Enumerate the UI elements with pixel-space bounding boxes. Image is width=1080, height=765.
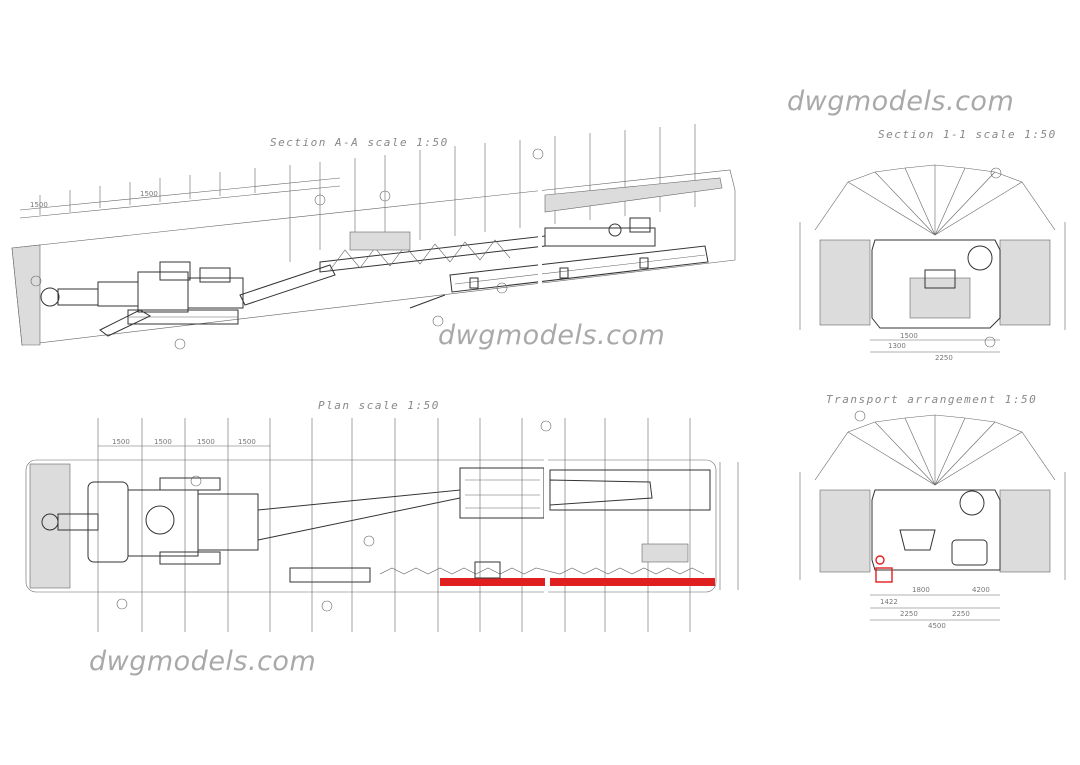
svg-text:1500: 1500 bbox=[140, 190, 158, 198]
transport-roof-bolts bbox=[814, 414, 1056, 486]
section-11-title: Section 1-1 scale 1:50 bbox=[878, 128, 1057, 141]
plan-title: Plan scale 1:50 bbox=[318, 399, 440, 412]
plan-grid bbox=[97, 418, 691, 632]
svg-text:2250: 2250 bbox=[900, 610, 918, 618]
svg-text:1500: 1500 bbox=[900, 332, 918, 340]
svg-text:1500: 1500 bbox=[30, 201, 48, 209]
svg-text:1500: 1500 bbox=[238, 438, 256, 446]
section-11-view: Section 1-1 scale 1:50 1300 2250 1500 bbox=[799, 128, 1066, 362]
svg-text:4200: 4200 bbox=[972, 586, 990, 594]
svg-text:1500: 1500 bbox=[154, 438, 172, 446]
transport-view: Transport arrangement 1:50 1422 1800 420… bbox=[799, 393, 1066, 630]
section-aa-roof-fill bbox=[544, 177, 723, 213]
svg-text:1500: 1500 bbox=[197, 438, 215, 446]
plan-tunnel bbox=[25, 459, 717, 593]
svg-text:1300: 1300 bbox=[888, 342, 906, 350]
watermark-bottom-left: dwgmodels.com bbox=[89, 646, 317, 677]
section-aa-view: Section A-A scale 1:50 1500 1500 bbox=[11, 124, 736, 350]
svg-text:1422: 1422 bbox=[880, 598, 898, 606]
section-aa-trailer bbox=[449, 245, 709, 293]
section-11-roof-bolts bbox=[814, 164, 1056, 236]
transport-cart bbox=[951, 539, 988, 566]
svg-text:4500: 4500 bbox=[928, 622, 946, 630]
transport-tunnel bbox=[871, 489, 1001, 571]
section-aa-roadheader bbox=[40, 261, 336, 337]
section-aa-title: Section A-A scale 1:50 bbox=[270, 136, 449, 149]
plan-trailer-car bbox=[289, 567, 371, 583]
transport-title: Transport arrangement 1:50 bbox=[826, 393, 1037, 406]
plan-view: Plan scale 1:50 1500 1500 1500 1500 bbox=[25, 399, 739, 632]
svg-text:1500: 1500 bbox=[112, 438, 130, 446]
svg-text:1800: 1800 bbox=[912, 586, 930, 594]
plan-roadheader bbox=[41, 477, 259, 565]
svg-text:2250: 2250 bbox=[952, 610, 970, 618]
plan-conveyor bbox=[257, 489, 461, 541]
section-aa-face-fill bbox=[11, 244, 41, 346]
transport-highlight bbox=[875, 567, 893, 583]
watermark-center: dwgmodels.com bbox=[438, 320, 666, 351]
transport-bucket bbox=[899, 529, 936, 551]
svg-text:2250: 2250 bbox=[935, 354, 953, 362]
plan-highlight-rail-1 bbox=[440, 578, 545, 586]
section-11-tunnel bbox=[871, 239, 1001, 329]
watermark-top-right: dwgmodels.com bbox=[787, 86, 1015, 117]
plan-highlight-rail-2 bbox=[550, 578, 715, 586]
section-aa-conveyor bbox=[319, 217, 656, 273]
